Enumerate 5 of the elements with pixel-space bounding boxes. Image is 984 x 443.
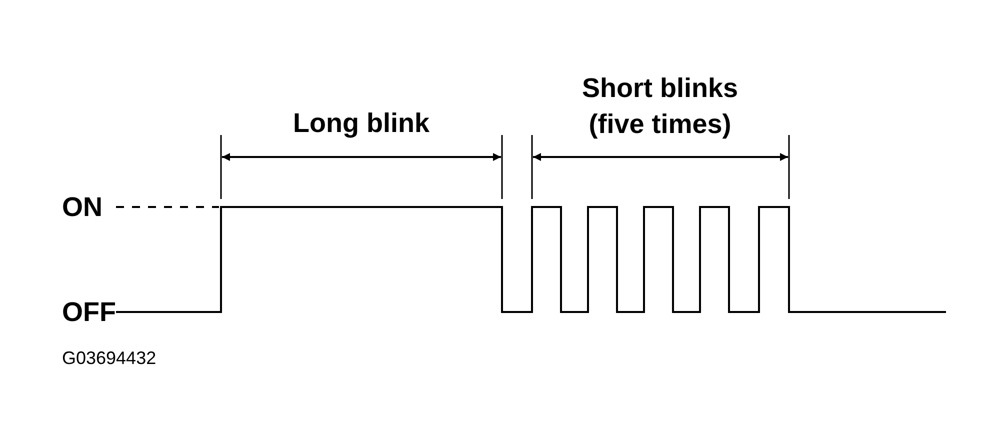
dimension-label: Short blinks (five times) (580, 72, 739, 141)
state-label: OFF (62, 296, 116, 329)
state-label: ON (62, 191, 102, 224)
dimension-label: Long blink (293, 107, 430, 140)
figure-code: G03694432 (62, 347, 156, 369)
